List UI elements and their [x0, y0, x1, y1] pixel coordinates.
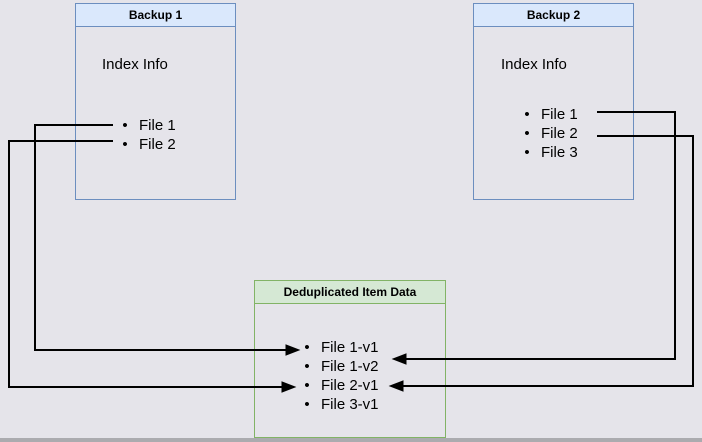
list-item: • File 1-v2 — [302, 357, 379, 376]
dedup-item-file1v2: File 1-v2 — [321, 358, 379, 375]
backup1-box: Backup 1 — [75, 3, 236, 200]
bullet-icon: • — [122, 136, 128, 153]
bullet-icon: • — [304, 377, 310, 394]
backup1-header: Backup 1 — [76, 4, 235, 27]
backup1-file-2: File 2 — [139, 136, 176, 153]
dedup-item-file2v1: File 2-v1 — [321, 377, 379, 394]
dedup-header: Deduplicated Item Data — [255, 281, 445, 304]
bullet-icon: • — [304, 358, 310, 375]
list-item: • File 3 — [522, 143, 578, 162]
list-item: • File 2 — [120, 135, 176, 154]
backup2-title: Backup 2 — [526, 8, 581, 22]
dedup-title: Deduplicated Item Data — [283, 285, 417, 299]
backup2-file-2: File 2 — [541, 125, 578, 142]
bullet-icon: • — [122, 117, 128, 134]
bullet-icon: • — [524, 144, 530, 161]
bullet-icon: • — [524, 125, 530, 142]
backup2-header: Backup 2 — [474, 4, 633, 27]
backup1-title: Backup 1 — [128, 8, 183, 22]
dedup-item-list: • File 1-v1 • File 1-v2 • File 2-v1 • Fi… — [302, 338, 379, 414]
bullet-icon: • — [524, 106, 530, 123]
backup2-file-3: File 3 — [541, 144, 578, 161]
backup1-file-list: • File 1 • File 2 — [120, 116, 176, 154]
bullet-icon: • — [304, 339, 310, 356]
backup1-file-1: File 1 — [139, 117, 176, 134]
list-item: • File 2-v1 — [302, 376, 379, 395]
list-item: • File 2 — [522, 124, 578, 143]
backup2-file-list: • File 1 • File 2 • File 3 — [522, 105, 578, 162]
window-bottom-edge — [0, 438, 702, 442]
dedup-item-file3v1: File 3-v1 — [321, 396, 379, 413]
backup2-box: Backup 2 — [473, 3, 634, 200]
list-item: • File 1 — [522, 105, 578, 124]
list-item: • File 1-v1 — [302, 338, 379, 357]
backup2-file-1: File 1 — [541, 106, 578, 123]
list-item: • File 3-v1 — [302, 395, 379, 414]
list-item: • File 1 — [120, 116, 176, 135]
dedup-item-file1v1: File 1-v1 — [321, 339, 379, 356]
backup1-index-info-label: Index Info — [102, 56, 168, 73]
backup2-index-info-label: Index Info — [501, 56, 567, 73]
bullet-icon: • — [304, 396, 310, 413]
